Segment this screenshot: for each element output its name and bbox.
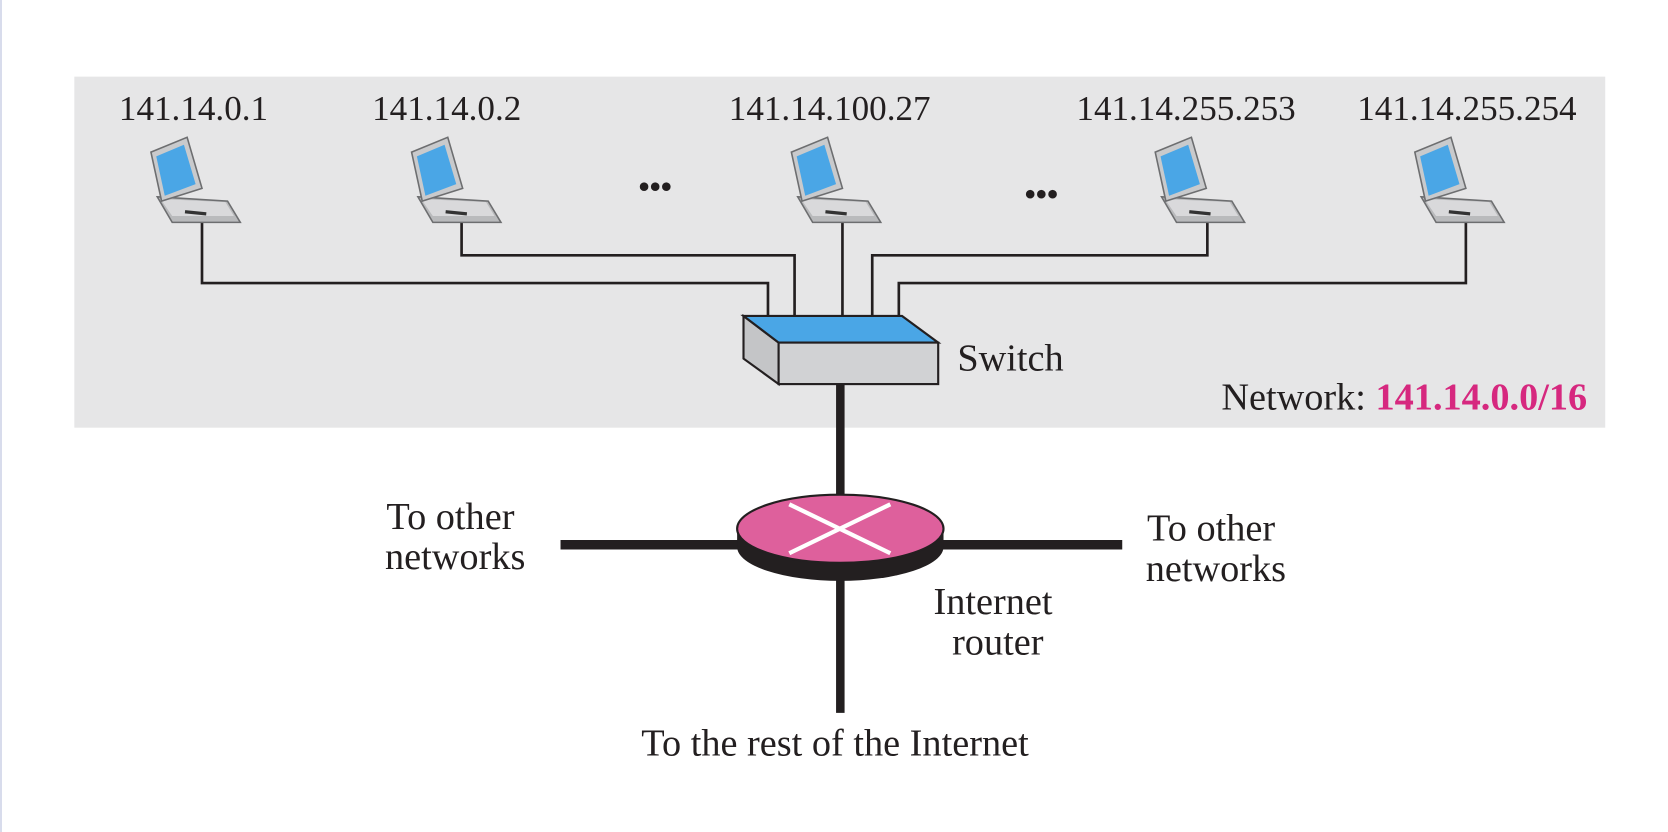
switch-icon xyxy=(740,313,942,387)
ellipsis-right: ••• xyxy=(1025,176,1059,211)
host-label-2: 141.14.0.2 xyxy=(372,89,521,128)
router-links xyxy=(560,384,1123,713)
ellipsis-left: ••• xyxy=(638,169,672,204)
router-label: Internet router xyxy=(933,581,1062,663)
right-link-label: To other networks xyxy=(1146,507,1286,589)
left-link-label: To other networks xyxy=(385,496,525,578)
router-icon xyxy=(736,493,945,581)
network-address: 141.14.0.0/16 xyxy=(1376,377,1588,419)
switch-label: Switch xyxy=(957,337,1063,379)
host-wires xyxy=(200,221,1468,318)
host-label-1: 141.14.0.1 xyxy=(119,89,268,128)
network-label: Network: 141.14.0.0/16 xyxy=(1221,377,1587,419)
host-label-4: 141.14.255.253 xyxy=(1076,89,1295,128)
host-label-3: 141.14.100.27 xyxy=(729,89,931,128)
host-label-5: 141.14.255.254 xyxy=(1357,89,1576,128)
bottom-link-label: To the rest of the Internet xyxy=(641,722,1029,764)
